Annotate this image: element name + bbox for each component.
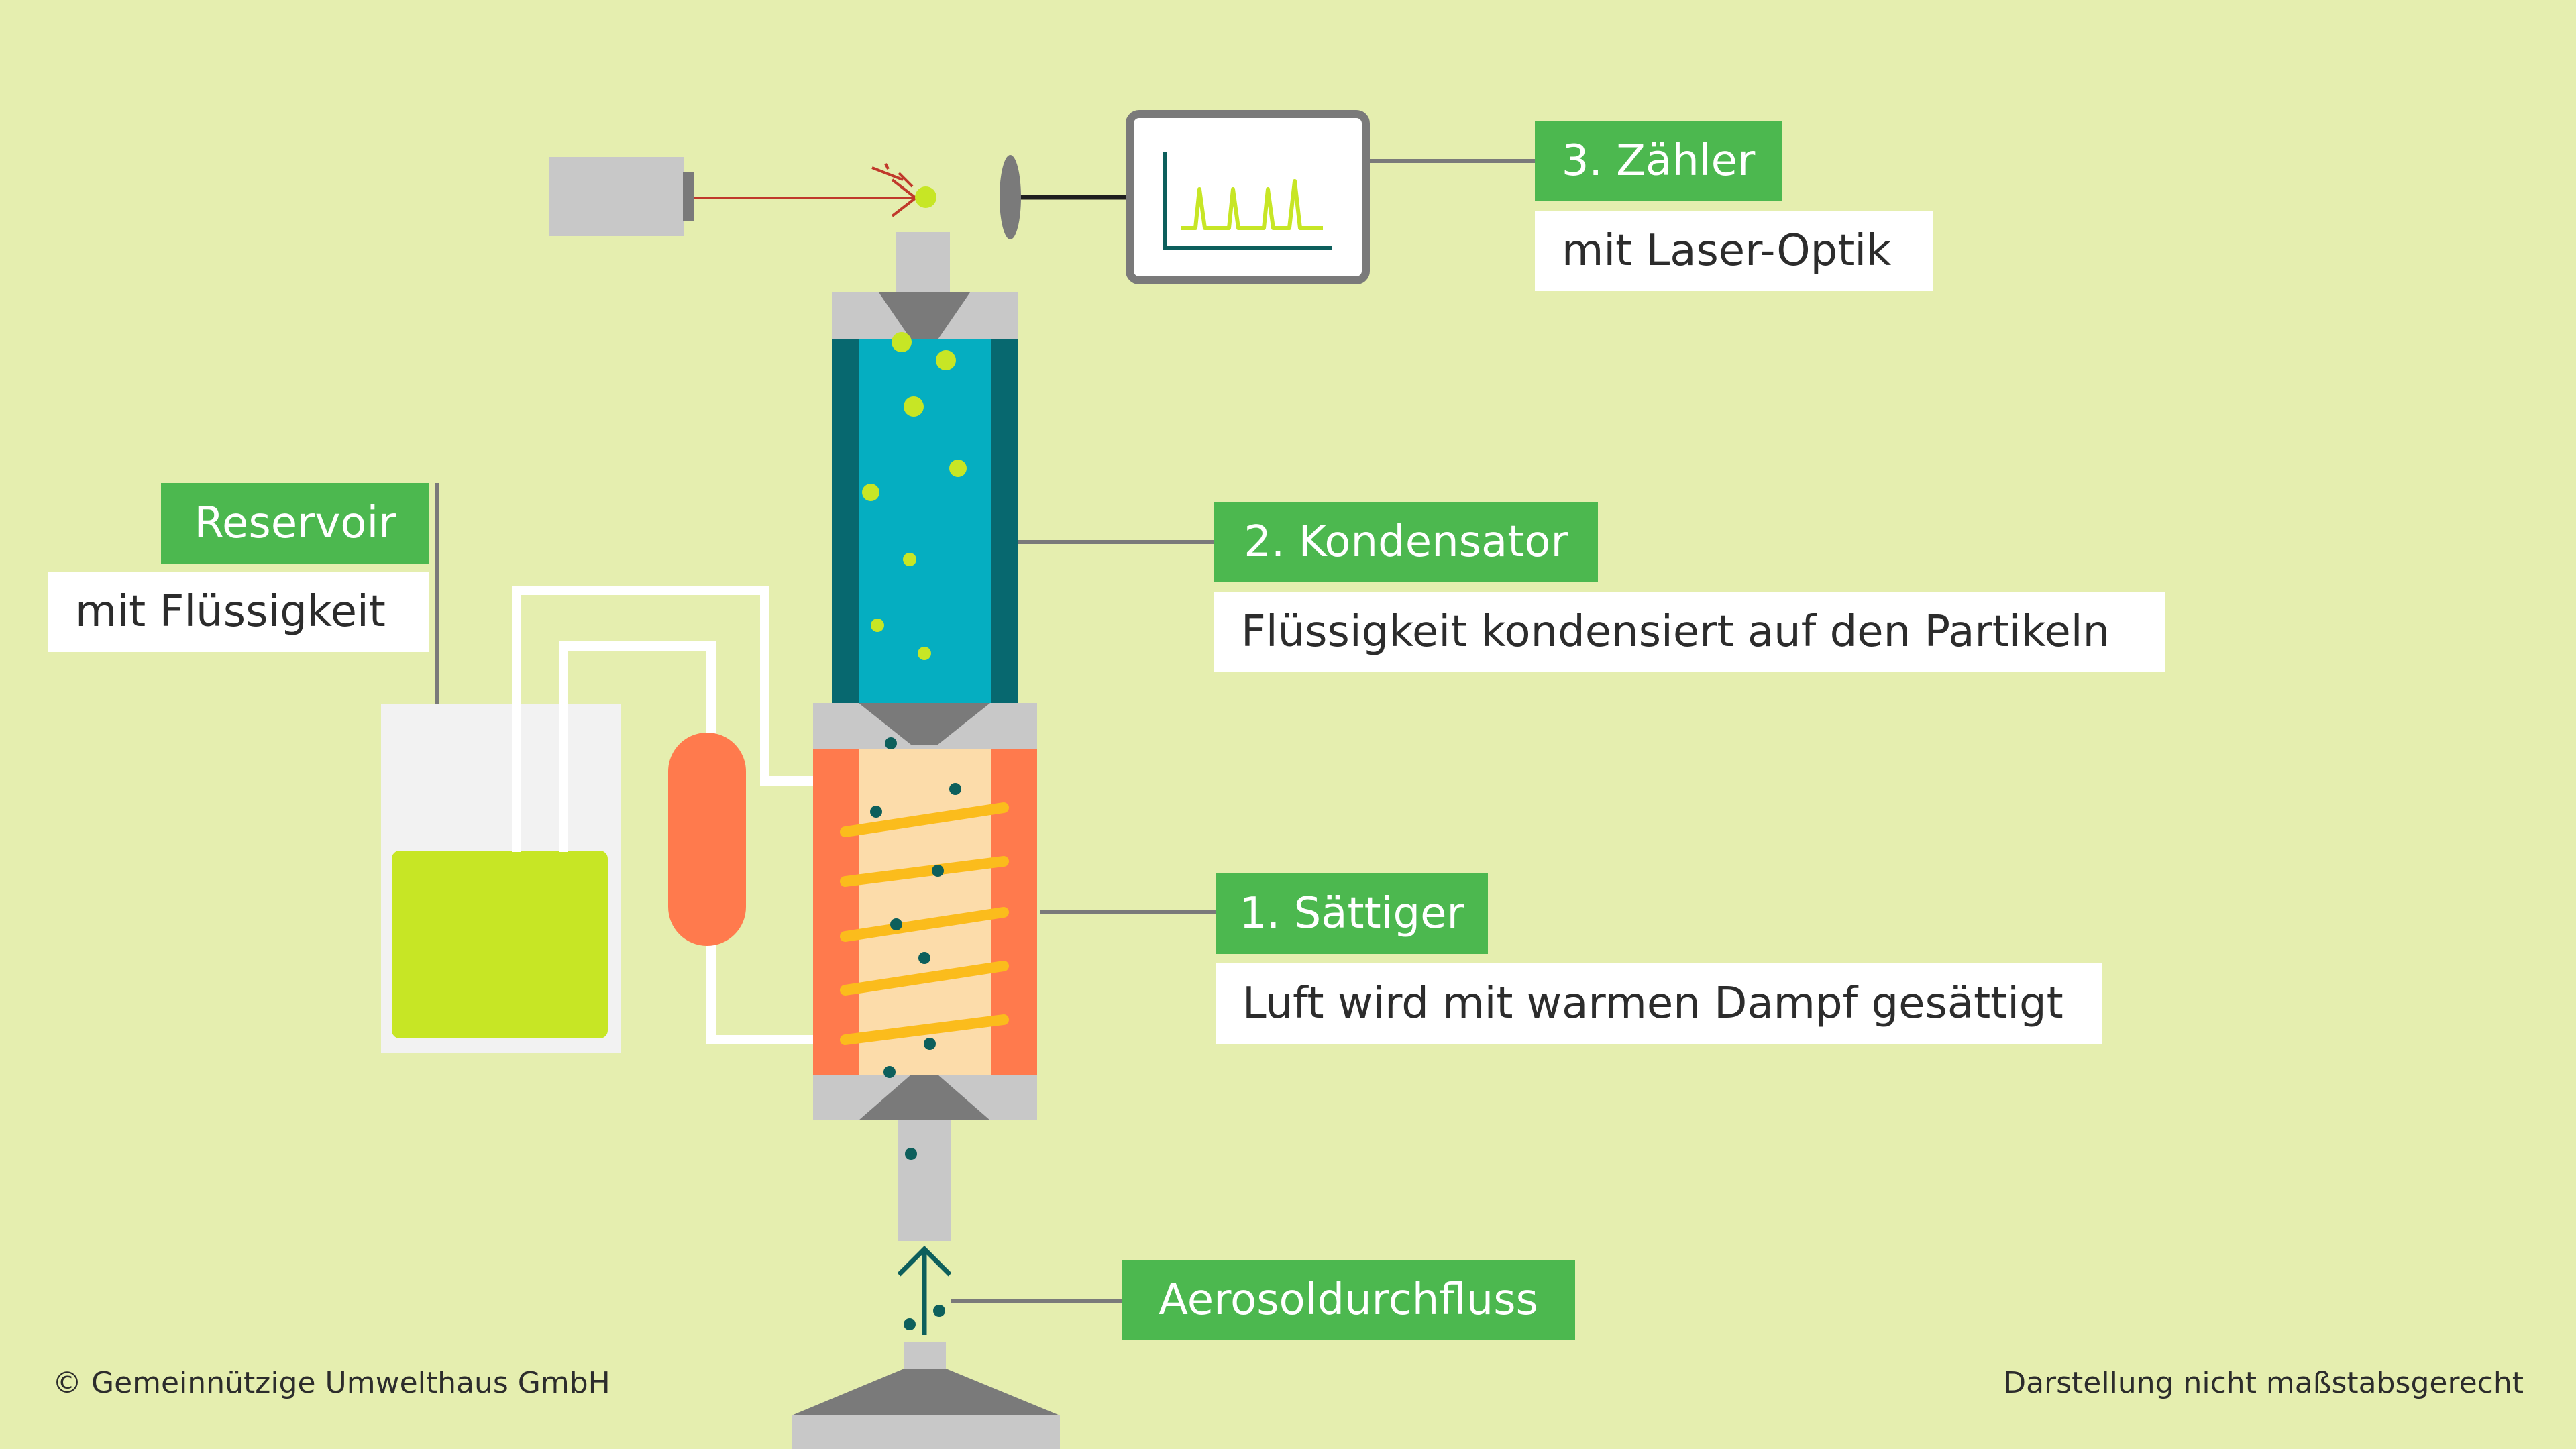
saturator-title: 1. Sättiger	[1216, 873, 1488, 954]
pump	[668, 733, 746, 946]
inlet-particle	[905, 1148, 917, 1160]
outlet-nozzle	[896, 232, 950, 294]
heating-coil	[840, 802, 1009, 1045]
saturator-top-cap	[813, 703, 1037, 749]
arrow-up-icon	[897, 1246, 952, 1335]
aerosol-title: Aerosoldurchfluss	[1122, 1260, 1575, 1340]
detected-droplet	[915, 186, 936, 208]
saturator-description: Luft wird mit warmen Dampf gesättigt	[1216, 963, 2102, 1044]
condenser-title: 2. Kondensator	[1214, 502, 1598, 582]
counter-title: 3. Zähler	[1535, 121, 1782, 201]
scale-disclaimer: Darstellung nicht maßstabsgerecht	[2003, 1366, 2524, 1400]
condenser-description: Flüssigkeit kondensiert auf den Partikel…	[1214, 592, 2165, 672]
monitor-icon	[1126, 110, 1370, 284]
counter-plot	[1181, 179, 1323, 230]
connector-lines	[435, 159, 1535, 1303]
reservoir-beaker	[381, 704, 621, 1053]
condenser-top-cap	[832, 292, 1018, 339]
reservoir-title: Reservoir	[161, 483, 429, 564]
saturator-bottom-cap	[813, 1075, 1037, 1120]
condenser-droplets	[862, 332, 967, 660]
saturator-particles	[870, 737, 961, 1078]
condenser-body	[832, 339, 1018, 703]
counter-description: mit Laser-Optik	[1535, 211, 1933, 291]
aerosol-particles	[904, 1305, 945, 1330]
inlet-pipe	[898, 1120, 951, 1241]
laser-beam	[694, 163, 918, 217]
copyright-text: © Gemeinnützige Umwelthaus GmbH	[52, 1366, 610, 1400]
lens-icon	[1000, 155, 1127, 239]
sample-funnel	[792, 1342, 1060, 1449]
laser-source-icon	[549, 157, 694, 236]
reservoir-description: mit Flüssigkeit	[48, 572, 429, 652]
